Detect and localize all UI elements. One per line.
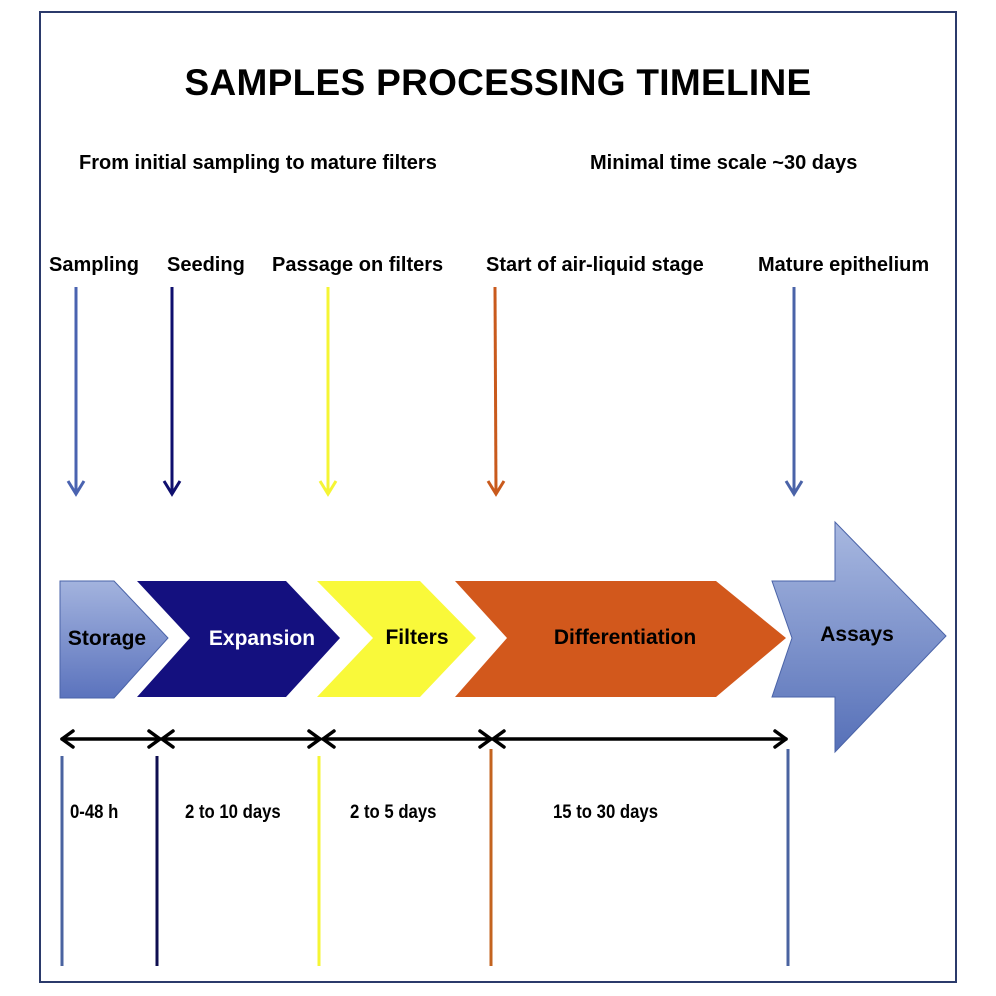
event-label-air-liquid: Start of air-liquid stage (486, 254, 704, 276)
duration-storage: 0-48 h (70, 802, 119, 823)
stage-label-differentiation: Differentiation (554, 626, 696, 649)
event-arrow-air-liquid (486, 286, 506, 497)
stage-label-storage: Storage (68, 627, 146, 650)
duration-arrow-expansion (160, 729, 322, 749)
event-label-seeding: Seeding (167, 254, 245, 276)
stage-label-filters: Filters (385, 626, 448, 649)
duration-arrow-filters (321, 729, 493, 749)
event-arrow-mature (784, 287, 804, 497)
event-arrow-sampling (66, 287, 86, 497)
stage-filters (317, 581, 476, 697)
duration-filters: 2 to 5 days (350, 802, 437, 823)
stage-label-assays: Assays (820, 623, 894, 646)
duration-arrow-storage (60, 729, 162, 749)
stage-label-expansion: Expansion (209, 627, 315, 650)
duration-expansion: 2 to 10 days (185, 802, 281, 823)
stage-storage (59, 580, 169, 699)
event-arrow-seeding (162, 287, 182, 497)
duration-differentiation: 15 to 30 days (553, 802, 659, 823)
event-label-passage: Passage on filters (272, 254, 444, 276)
subtitle-right: Minimal time scale ~30 days (590, 152, 858, 174)
event-arrow-passage (318, 287, 338, 497)
stage-assays (771, 520, 947, 754)
diagram-frame (39, 11, 957, 983)
event-label-mature: Mature epithelium (758, 254, 930, 276)
stage-expansion (137, 581, 340, 697)
duration-arrow-differentiation (491, 729, 788, 749)
diagram-title: SAMPLES PROCESSING TIMELINE (184, 62, 812, 103)
stage-differentiation (455, 581, 786, 697)
subtitle-left: From initial sampling to mature filters (79, 152, 437, 174)
event-label-sampling: Sampling (49, 254, 140, 276)
